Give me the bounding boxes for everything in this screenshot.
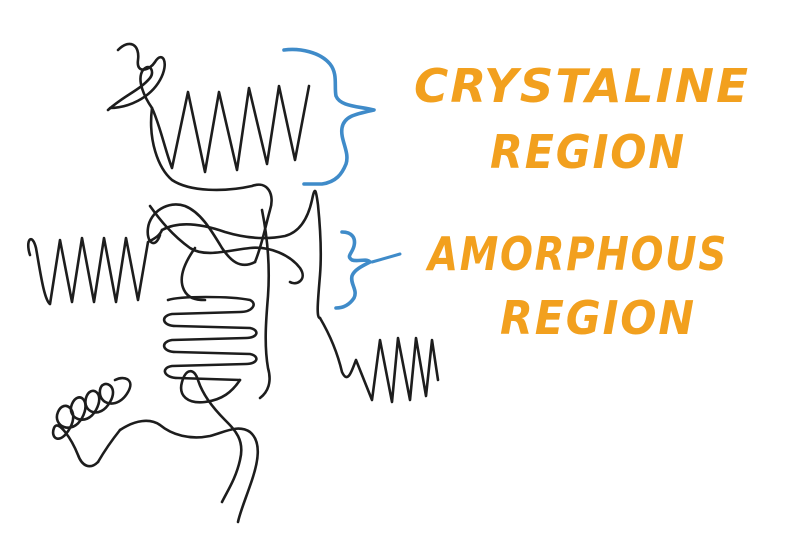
- amorphous-chains: [118, 189, 323, 524]
- crystalline-lamella-center: [162, 295, 258, 382]
- amorphous-brace: [334, 230, 402, 310]
- crystalline-label: CRYSTALINE REGION: [414, 59, 750, 179]
- amorphous-label-line1: AMORPHOUS: [425, 227, 728, 281]
- amorphous-label: AMORPHOUS REGION: [425, 227, 728, 345]
- crystalline-lamella-left: [26, 228, 164, 306]
- crystalline-lamella-right: [318, 316, 440, 404]
- crystalline-lamella-top: [106, 42, 311, 264]
- crystalline-lamella-bottom-left: [51, 376, 132, 468]
- crystalline-brace: [282, 47, 376, 186]
- crystalline-label-line2: REGION: [490, 125, 686, 179]
- amorphous-label-line2: REGION: [500, 291, 696, 345]
- crystalline-label-line1: CRYSTALINE: [414, 59, 750, 113]
